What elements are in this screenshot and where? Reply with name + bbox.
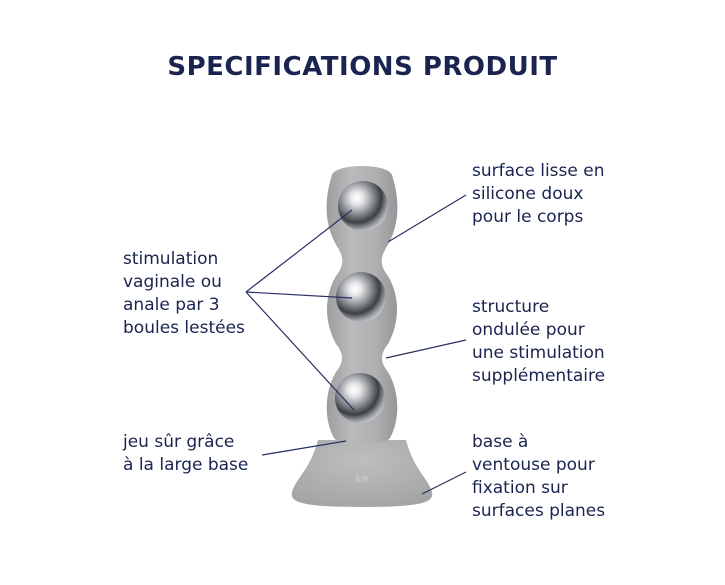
feature-line: structure [472,297,550,317]
brand-logo: S/F [355,475,369,484]
feature-line: base à [472,432,529,452]
feature-wavy-structure: structure ondulée pour une stimulation s… [472,296,605,388]
feature-line: stimulation [123,249,219,269]
leader-line-ball-middle [245,291,353,299]
leader-line-suction-base [421,471,467,495]
feature-line: boules lestées [123,318,245,338]
feature-large-base: jeu sûr grâce à la large base [123,431,248,477]
feature-line: ondulée pour [472,320,585,340]
leader-line-smooth-surface [387,194,467,243]
leader-line-large-base [261,440,347,456]
feature-line: fixation sur [472,478,568,498]
feature-smooth-surface: surface lisse en silicone doux pour le c… [472,160,605,229]
feature-line: anale par 3 [123,295,220,315]
feature-line: jeu sûr grâce [123,432,235,452]
feature-weighted-balls: stimulation vaginale ou anale par 3 boul… [123,248,245,340]
feature-line: supplémentaire [472,366,606,386]
feature-line: surfaces planes [472,501,606,521]
page-title: SPECIFICATIONS PRODUIT [167,52,558,82]
feature-line: silicone doux [472,184,584,204]
leader-line-ball-top [245,209,353,293]
feature-line: à la large base [123,455,249,475]
leader-line-wavy-structure [385,339,467,359]
weighted-ball-bottom [335,373,385,423]
feature-line: vaginale ou [123,272,222,292]
weighted-ball-middle [336,272,386,322]
feature-suction-base: base à ventouse pour fixation sur surfac… [472,431,605,523]
feature-line: une stimulation [472,343,605,363]
feature-line: pour le corps [472,207,584,227]
feature-line: ventouse pour [472,455,595,475]
feature-line: surface lisse en [472,161,605,181]
suction-base [291,440,433,507]
weighted-ball-top [338,181,388,231]
leader-line-ball-bottom [245,291,355,411]
